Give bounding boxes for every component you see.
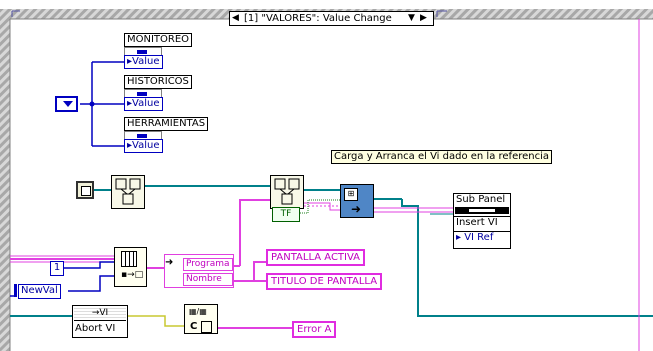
error-glyph-icon: ▦/▦ <box>189 307 207 316</box>
node-glyph-icon <box>274 178 300 205</box>
boolean-wire <box>300 199 340 214</box>
property-node-label: MONITOREO <box>124 33 193 47</box>
array-icon <box>121 251 137 267</box>
left-triangle-icon[interactable]: ◀ <box>232 13 239 23</box>
property-node-label: HERRAMIENTAS <box>124 117 209 131</box>
property-value: ▸Value <box>124 97 163 111</box>
error-code-text: C <box>190 321 198 332</box>
open-vi-reference-node[interactable] <box>111 175 145 209</box>
arrow-right-icon: ➜ <box>351 202 362 216</box>
unbundle-field-programa: Programa <box>183 258 233 271</box>
newval-terminal: NewVal <box>14 284 61 299</box>
node-glyph-icon <box>115 178 141 205</box>
refnum-bar <box>455 207 509 214</box>
titulo-pantalla-indicator[interactable]: TITULO DE PANTALLA <box>266 273 383 290</box>
boolean-constant[interactable]: TF <box>272 207 300 222</box>
unbundle-by-name-node[interactable]: ➜ Programa Nombre <box>164 254 234 288</box>
enum-constant[interactable] <box>55 96 78 112</box>
property-node-label: HISTORICOS <box>124 75 192 89</box>
error-wire <box>128 315 184 327</box>
subpanel-invoke-node[interactable]: Sub Panel Insert VI ▸ VI Ref <box>453 193 511 249</box>
subpanel-label: Sub Panel <box>456 194 506 205</box>
dropdown-arrow-icon <box>63 101 73 107</box>
pantalla-activa-indicator[interactable]: PANTALLA ACTIVA <box>266 249 366 266</box>
abort-vi-icon: →VI <box>74 307 126 321</box>
array-index-node[interactable]: ▪→□ <box>114 247 147 287</box>
unbundle-field-nombre: Nombre <box>183 273 233 286</box>
property-value: ▸Value <box>124 55 163 69</box>
run-vi-node[interactable] <box>270 175 304 209</box>
error-handler-node[interactable]: ▦/▦ C <box>184 304 218 334</box>
comment-label: Carga y Arranca el Vi dado en la referen… <box>331 150 553 164</box>
case-selector[interactable]: ◀ [1] "VALORES": Value Change ▼ ▶ <box>229 11 434 26</box>
index-icon: ▪→□ <box>121 270 144 280</box>
abort-vi-label: Abort VI <box>75 323 116 334</box>
vi-icon: ⊞ <box>344 188 358 201</box>
event-structure-frame-left <box>0 9 10 351</box>
property-value: ▸Value <box>124 139 163 153</box>
case-selector-label: [1] "VALORES": Value Change <box>244 13 392 24</box>
frame-corner-marks <box>11 10 447 17</box>
subpanel-param: ▸ VI Ref <box>454 231 510 244</box>
abort-vi-node[interactable]: →VI Abort VI <box>72 305 128 338</box>
numeric-constant[interactable]: 1 <box>50 261 64 276</box>
numeric-wires <box>10 261 114 297</box>
document-icon <box>201 321 212 333</box>
error-a-indicator[interactable]: Error A <box>292 321 337 338</box>
string-wires <box>10 199 292 329</box>
subpanel-method: Insert VI <box>454 216 510 229</box>
unbundle-arrow-icon: ➜ <box>165 257 174 268</box>
down-triangle-icon[interactable]: ▼ <box>408 13 415 23</box>
refnum-wires <box>10 185 653 317</box>
vi-reference-icon[interactable] <box>76 181 94 199</box>
right-triangle-icon[interactable]: ▶ <box>420 13 427 23</box>
call-by-reference-node[interactable]: ⊞ ➜ <box>340 184 374 218</box>
